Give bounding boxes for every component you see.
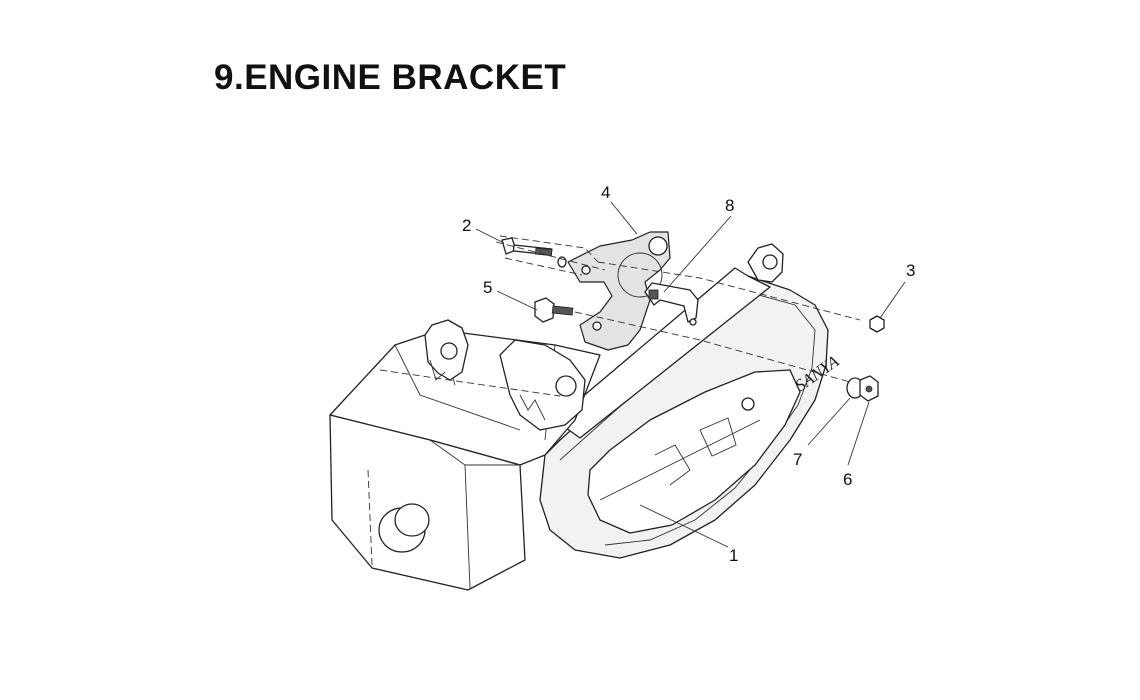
leader-3 bbox=[879, 281, 906, 319]
bracket-hole-top bbox=[648, 236, 668, 256]
callout-2: 2 bbox=[462, 216, 471, 235]
short-bolt-thread bbox=[551, 305, 574, 316]
leader-8 bbox=[663, 215, 732, 293]
callout-3: 3 bbox=[906, 261, 915, 280]
engine-assembly: SANYA bbox=[329, 243, 843, 591]
small-nut-body bbox=[869, 315, 885, 333]
belt-case-rim bbox=[559, 291, 816, 546]
leader-4 bbox=[610, 201, 638, 235]
clip-nut bbox=[648, 289, 659, 300]
cover-detail bbox=[599, 417, 761, 501]
leader-1 bbox=[639, 504, 729, 548]
mount-ear-mid bbox=[499, 339, 586, 431]
mount-ear-mid-hole bbox=[555, 375, 577, 397]
long-bolt-axis bbox=[495, 241, 606, 271]
long-bolt-thread bbox=[534, 247, 553, 257]
bracket-hole-lower bbox=[592, 321, 602, 331]
bracket-plate bbox=[567, 231, 671, 351]
leader-2 bbox=[475, 228, 505, 244]
axis-line-front bbox=[379, 369, 561, 397]
axis-line-upper bbox=[597, 261, 861, 321]
flange-nut-hole bbox=[865, 385, 873, 393]
page-title: 9.ENGINE BRACKET bbox=[214, 58, 567, 97]
callout-5: 5 bbox=[483, 278, 492, 297]
lug-lines bbox=[429, 359, 546, 421]
leader-6 bbox=[847, 401, 870, 466]
leader-5 bbox=[496, 290, 538, 311]
case-badge bbox=[741, 397, 755, 411]
case-top-rail bbox=[554, 267, 771, 439]
callout-8: 8 bbox=[725, 196, 734, 215]
shaft-end bbox=[394, 503, 430, 537]
leader-7 bbox=[807, 397, 851, 446]
callout-6: 6 bbox=[843, 470, 852, 489]
callout-4: 4 bbox=[601, 183, 610, 202]
bracket-hole-left bbox=[581, 265, 591, 275]
short-bolt-head bbox=[534, 297, 555, 323]
short-bolt-part bbox=[534, 297, 574, 323]
case-cover bbox=[587, 369, 801, 534]
leader-lines bbox=[475, 201, 906, 548]
long-bolt-bound bbox=[499, 235, 599, 276]
mount-ear-left-hole bbox=[440, 342, 458, 360]
long-bolt-part bbox=[495, 235, 606, 276]
clip-part bbox=[644, 282, 699, 326]
callout-1: 1 bbox=[729, 546, 738, 565]
engine-bracket-part bbox=[567, 231, 671, 351]
callout-7: 7 bbox=[793, 450, 802, 469]
mount-ear-rear-hole bbox=[762, 254, 778, 270]
crankcase-front bbox=[329, 414, 526, 591]
washer-and-nut bbox=[846, 375, 879, 402]
crankcase-front-edge bbox=[429, 439, 520, 589]
clip-body bbox=[644, 282, 699, 323]
crankcase-hidden-line bbox=[367, 469, 373, 566]
bracket-boss bbox=[617, 252, 663, 298]
clip-pin bbox=[689, 318, 697, 326]
axis-line-lower bbox=[574, 311, 851, 383]
small-nut-part bbox=[869, 315, 885, 333]
